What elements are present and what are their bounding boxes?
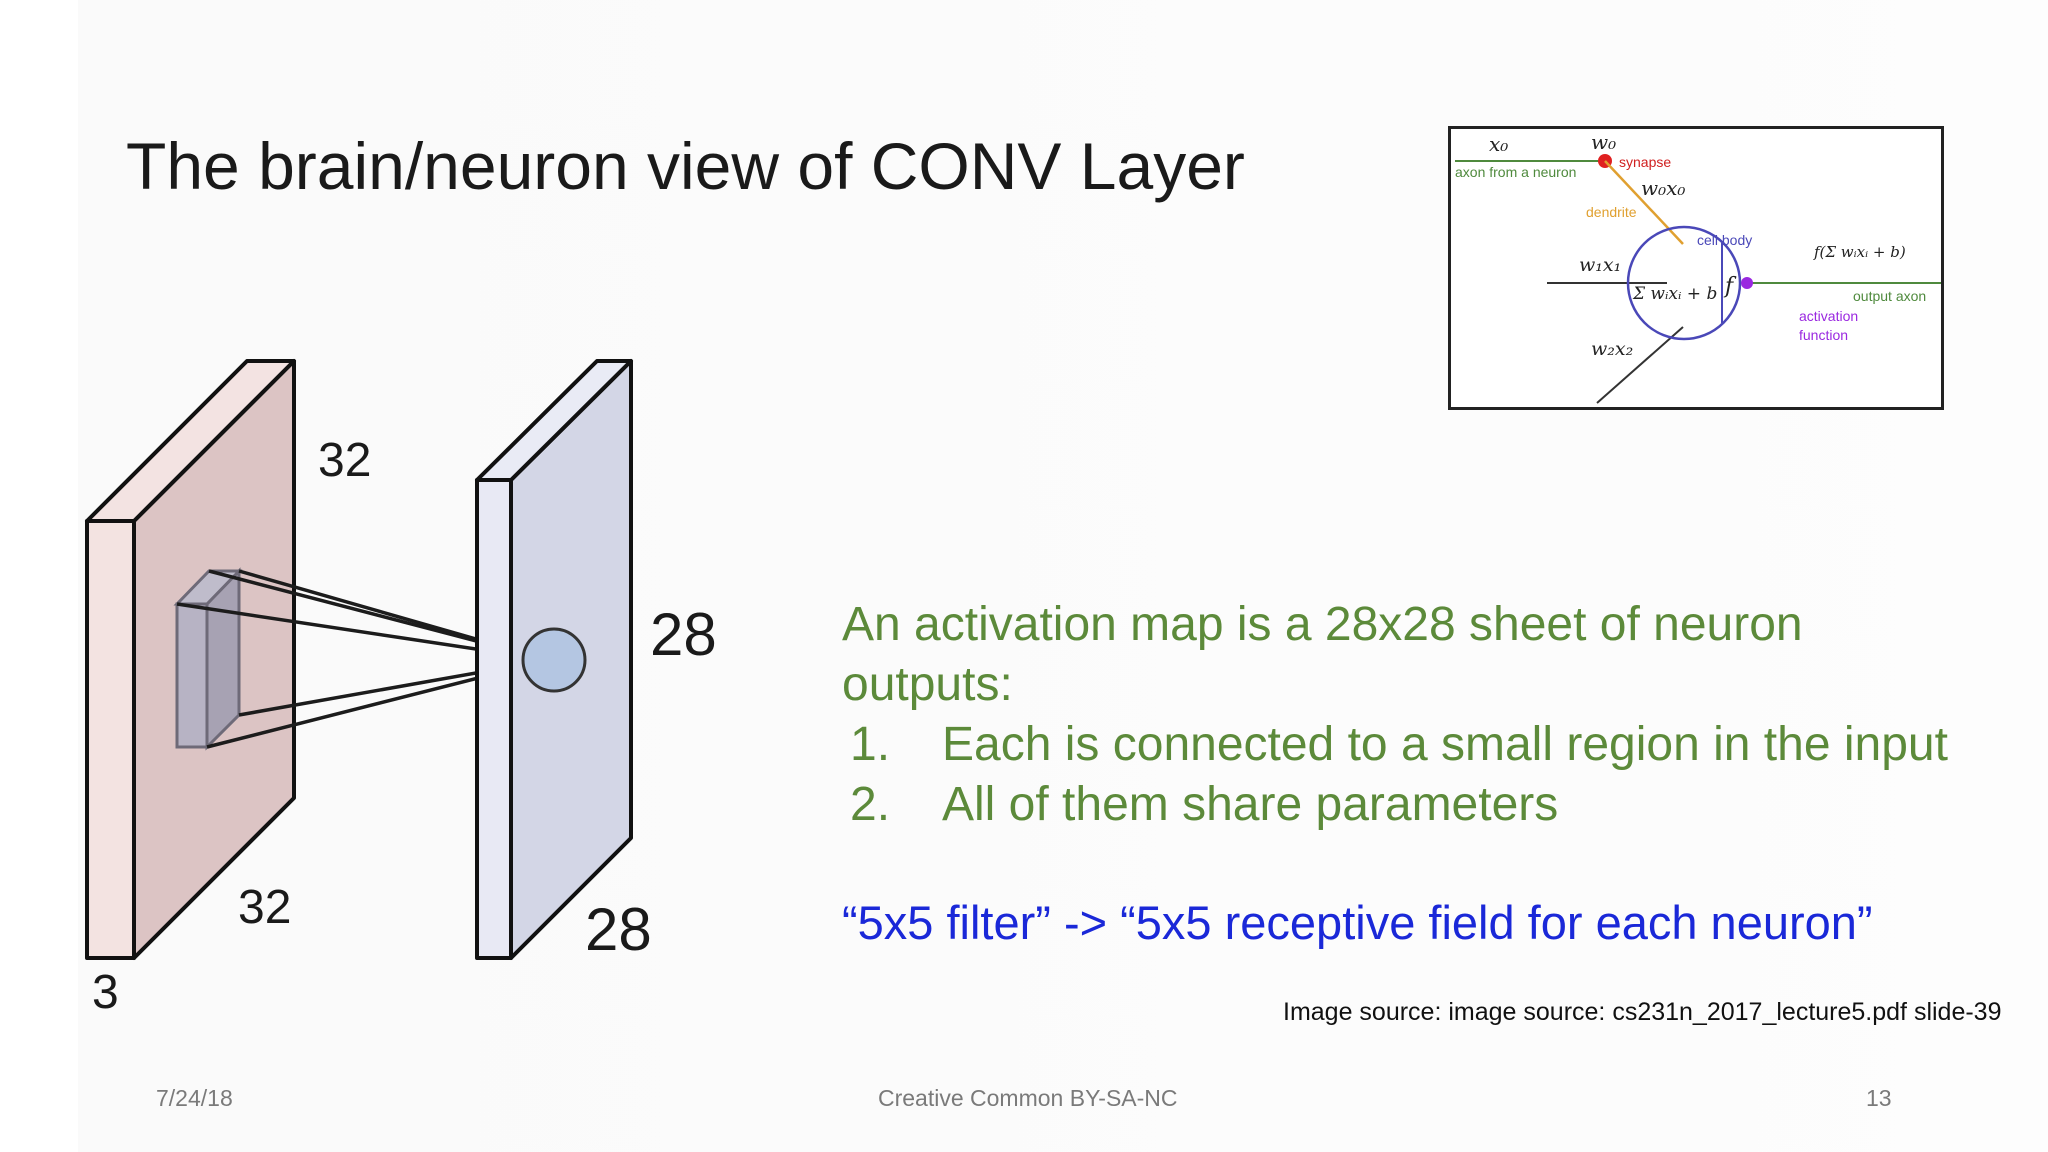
list-item-number: 2. xyxy=(850,778,891,831)
w2x2-label: w₂x₂ xyxy=(1591,338,1633,360)
neuron-model-inset: x₀ w₀ synapse axon from a neuron w₀x₀ de… xyxy=(1448,126,1944,410)
neuron-dot xyxy=(521,627,587,693)
intro-line-2: outputs: xyxy=(842,658,1013,711)
synapse-label: synapse xyxy=(1619,154,1671,170)
w1x1-label: w₁x₁ xyxy=(1579,254,1621,276)
activation-label-2: function xyxy=(1799,327,1848,343)
input-height-label: 32 xyxy=(318,434,372,487)
cell-body-label: cell body xyxy=(1697,232,1752,248)
dendrite-label: dendrite xyxy=(1586,204,1637,220)
activation-dot xyxy=(1741,277,1753,289)
f-label: f xyxy=(1723,274,1737,299)
footer-date: 7/24/18 xyxy=(156,1085,233,1111)
list-item-number: 1. xyxy=(850,718,891,771)
list-item-text: Each is connected to a small region in t… xyxy=(942,718,1948,771)
sum-expression: Σ wᵢxᵢ + b xyxy=(1632,284,1717,304)
neuron-model-diagram: x₀ w₀ synapse axon from a neuron w₀x₀ de… xyxy=(1455,130,1941,404)
output-expression: f(Σ wᵢxᵢ + b) xyxy=(1813,243,1906,261)
list-item: 1. Each is connected to a small region i… xyxy=(842,715,2002,775)
w0x0-label: w₀x₀ xyxy=(1641,176,1685,200)
receptive-field-block xyxy=(173,567,243,751)
output-axon-label: output axon xyxy=(1853,288,1926,304)
intro-line-1: An activation map is a 28x28 sheet of ne… xyxy=(842,598,1803,651)
receptive-field-quote: “5x5 filter” -> “5x5 receptive field for… xyxy=(842,896,1873,949)
output-height-label: 28 xyxy=(650,601,717,668)
input-depth-label: 3 xyxy=(92,966,119,1019)
output-width-label: 28 xyxy=(585,896,652,963)
w0-label: w₀ xyxy=(1591,130,1616,154)
axon-from-neuron-label: axon from a neuron xyxy=(1455,164,1576,180)
activation-label-1: activation xyxy=(1799,308,1858,324)
input-width-label: 32 xyxy=(238,881,292,934)
footer-page-number: 13 xyxy=(1866,1085,1892,1111)
image-source-caption: Image source: image source: cs231n_2017_… xyxy=(1283,998,2002,1026)
cell-body xyxy=(1626,225,1742,341)
activation-map-description: An activation map is a 28x28 sheet of ne… xyxy=(842,595,2002,835)
footer-license: Creative Common BY-SA-NC xyxy=(878,1085,1178,1111)
x0-label: x₀ xyxy=(1489,132,1508,156)
list-item-text: All of them share parameters xyxy=(942,778,1559,831)
list-item: 2. All of them share parameters xyxy=(842,775,2002,835)
slide-title: The brain/neuron view of CONV Layer xyxy=(126,129,1245,203)
